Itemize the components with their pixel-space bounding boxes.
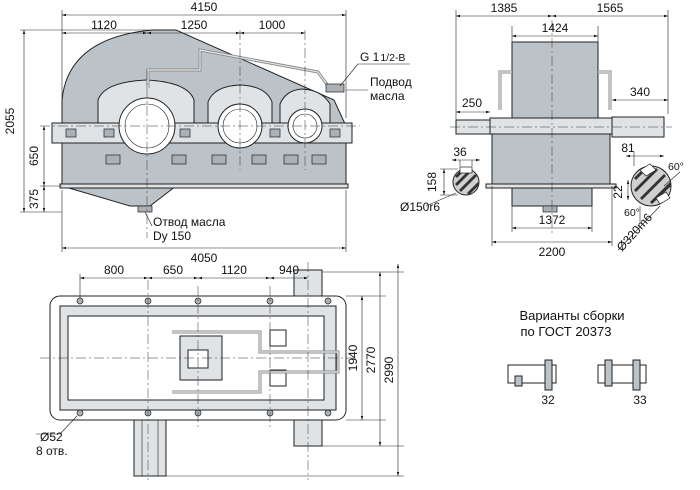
dim-input-shaft-length: 250 [462,96,482,110]
variant-33-label: 33 [633,393,647,407]
dim-1000: 1000 [259,18,286,32]
oil-drain-fitting [137,205,153,213]
dim-side-left: 1385 [491,1,518,15]
oil-inlet-label-1: Подвод [370,75,412,89]
dim-1250: 1250 [181,18,208,32]
side-housing-base [491,133,611,207]
dim-total-length: 4150 [191,0,218,14]
oil-inlet-label-2: масла [370,89,405,103]
dim-output-key: 81 [621,141,635,155]
housing-base [61,142,347,207]
front-view: 4150 1120 1250 1000 2055 650 375 4050 G … [3,0,412,265]
dim-plan-650: 650 [163,263,183,277]
dim-output-shaft-length: 340 [630,85,650,99]
plan-output-shaft [133,417,167,477]
dim-side-right: 1565 [597,1,624,15]
thread-label: G 11/2-B [360,50,405,64]
dim-plan-1940: 1940 [346,344,360,371]
variant-32-icon [507,359,557,391]
hole-count-label: 8 отв. [36,444,68,458]
input-shaft-section: 36 158 Ø150r6 [400,145,480,214]
dim-plan-2990: 2990 [382,356,396,383]
variants-title-1: Варианты сборки [519,308,624,323]
oil-inlet-fitting [325,83,345,93]
side-housing-top [511,41,599,121]
mounting-holes [76,297,332,417]
dim-plan-2770: 2770 [364,346,378,373]
dim-base-inner: 1372 [539,213,566,227]
variant-33-icon [597,359,647,391]
angle-a: 60° [668,161,684,173]
dim-base-length: 4050 [191,251,218,265]
dim-base-height: 375 [27,189,41,209]
dim-key-width: 36 [453,145,467,159]
base-plate [59,183,349,189]
dim-height: 2055 [3,107,17,134]
angle-b: 60° [624,207,640,219]
dim-side-inner: 1424 [542,21,569,35]
dim-key-height: 158 [425,172,439,192]
oil-drain-label-1: Отвод масла [153,215,226,229]
side-view: 1385 1565 1424 250 340 1372 2200 36 158 … [400,1,684,259]
variants-title-2: по ГОСТ 20373 [521,324,612,339]
dim-plan-1120: 1120 [221,263,247,277]
input-shaft-diameter: Ø150r6 [400,200,440,214]
dim-output-depth: 22 [611,185,625,199]
plan-view: 800 650 1120 940 1940 2770 2990 Ø52 8 от… [36,262,404,480]
dim-axis-height: 650 [27,146,41,166]
variant-32-label: 32 [541,393,555,407]
dim-base-width: 2200 [539,245,566,259]
output-shaft-section: 81 22 60° 60° Ø320m6 [611,141,684,254]
side-flange [489,117,613,135]
flange-bolts [65,128,341,165]
oil-drain-label-2: Dy 150 [153,229,191,243]
hole-diameter-label: Ø52 [40,430,63,444]
dim-plan-800: 800 [104,263,124,277]
dim-1120: 1120 [91,18,117,32]
dim-plan-940: 940 [279,263,299,277]
assembly-variants: Варианты сборки по ГОСТ 20373 32 33 [507,308,647,407]
